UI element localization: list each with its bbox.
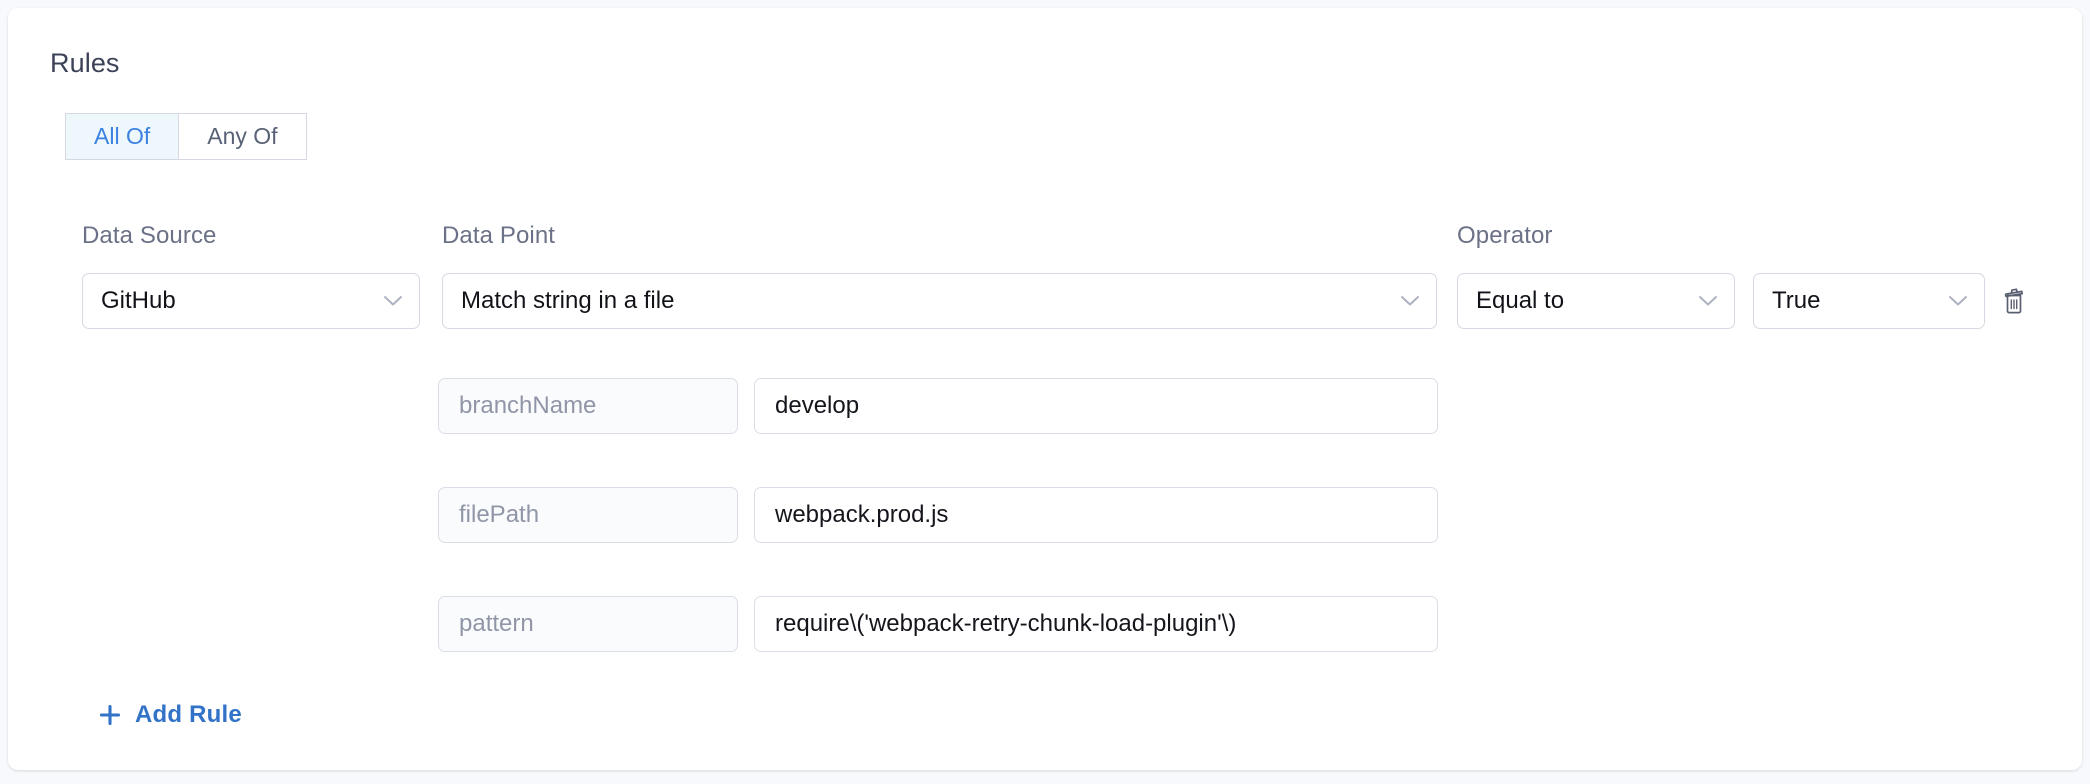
param-value-text-1: webpack.prod.js bbox=[775, 501, 949, 528]
boolean-value-select[interactable]: True bbox=[1753, 273, 1985, 329]
match-mode-toggle[interactable]: All Of Any Of bbox=[65, 113, 307, 160]
page-title: Rules bbox=[50, 48, 120, 78]
param-key-label-1: filePath bbox=[459, 501, 540, 528]
rules-card: Rules All Of Any Of Data Source Data Poi… bbox=[8, 8, 2082, 770]
param-key-label-0: branchName bbox=[459, 392, 597, 419]
param-value-input-2[interactable]: require\('webpack-retry-chunk-load-plugi… bbox=[754, 596, 1438, 652]
param-key-label-2: pattern bbox=[459, 610, 534, 637]
add-rule-label: Add Rule bbox=[135, 701, 242, 728]
param-value-text-2: require\('webpack-retry-chunk-load-plugi… bbox=[775, 610, 1237, 637]
data-source-select[interactable]: GitHub bbox=[82, 273, 420, 329]
param-value-text-0: develop bbox=[775, 392, 860, 419]
trash-icon bbox=[1997, 283, 2031, 320]
chevron-down-icon bbox=[1948, 295, 1968, 307]
boolean-value: True bbox=[1772, 287, 1821, 314]
data-point-value: Match string in a file bbox=[461, 287, 675, 314]
chevron-down-icon bbox=[383, 295, 403, 307]
delete-rule-button[interactable] bbox=[1993, 280, 2035, 322]
data-point-label: Data Point bbox=[442, 222, 556, 249]
param-value-input-0[interactable]: develop bbox=[754, 378, 1438, 434]
data-source-label: Data Source bbox=[82, 222, 217, 249]
param-key-1: filePath bbox=[438, 487, 738, 543]
param-value-input-1[interactable]: webpack.prod.js bbox=[754, 487, 1438, 543]
data-point-select[interactable]: Match string in a file bbox=[442, 273, 1437, 329]
match-mode-option-all-of[interactable]: All Of bbox=[65, 113, 179, 160]
chevron-down-icon bbox=[1698, 295, 1718, 307]
param-key-2: pattern bbox=[438, 596, 738, 652]
plus-icon bbox=[98, 703, 122, 727]
param-key-0: branchName bbox=[438, 378, 738, 434]
add-rule-button[interactable]: Add Rule bbox=[98, 701, 242, 729]
operator-select[interactable]: Equal to bbox=[1457, 273, 1735, 329]
match-mode-option-any-of[interactable]: Any Of bbox=[178, 113, 307, 160]
data-source-value: GitHub bbox=[101, 287, 176, 314]
chevron-down-icon bbox=[1400, 295, 1420, 307]
operator-label: Operator bbox=[1457, 222, 1553, 249]
operator-value: Equal to bbox=[1476, 287, 1565, 314]
